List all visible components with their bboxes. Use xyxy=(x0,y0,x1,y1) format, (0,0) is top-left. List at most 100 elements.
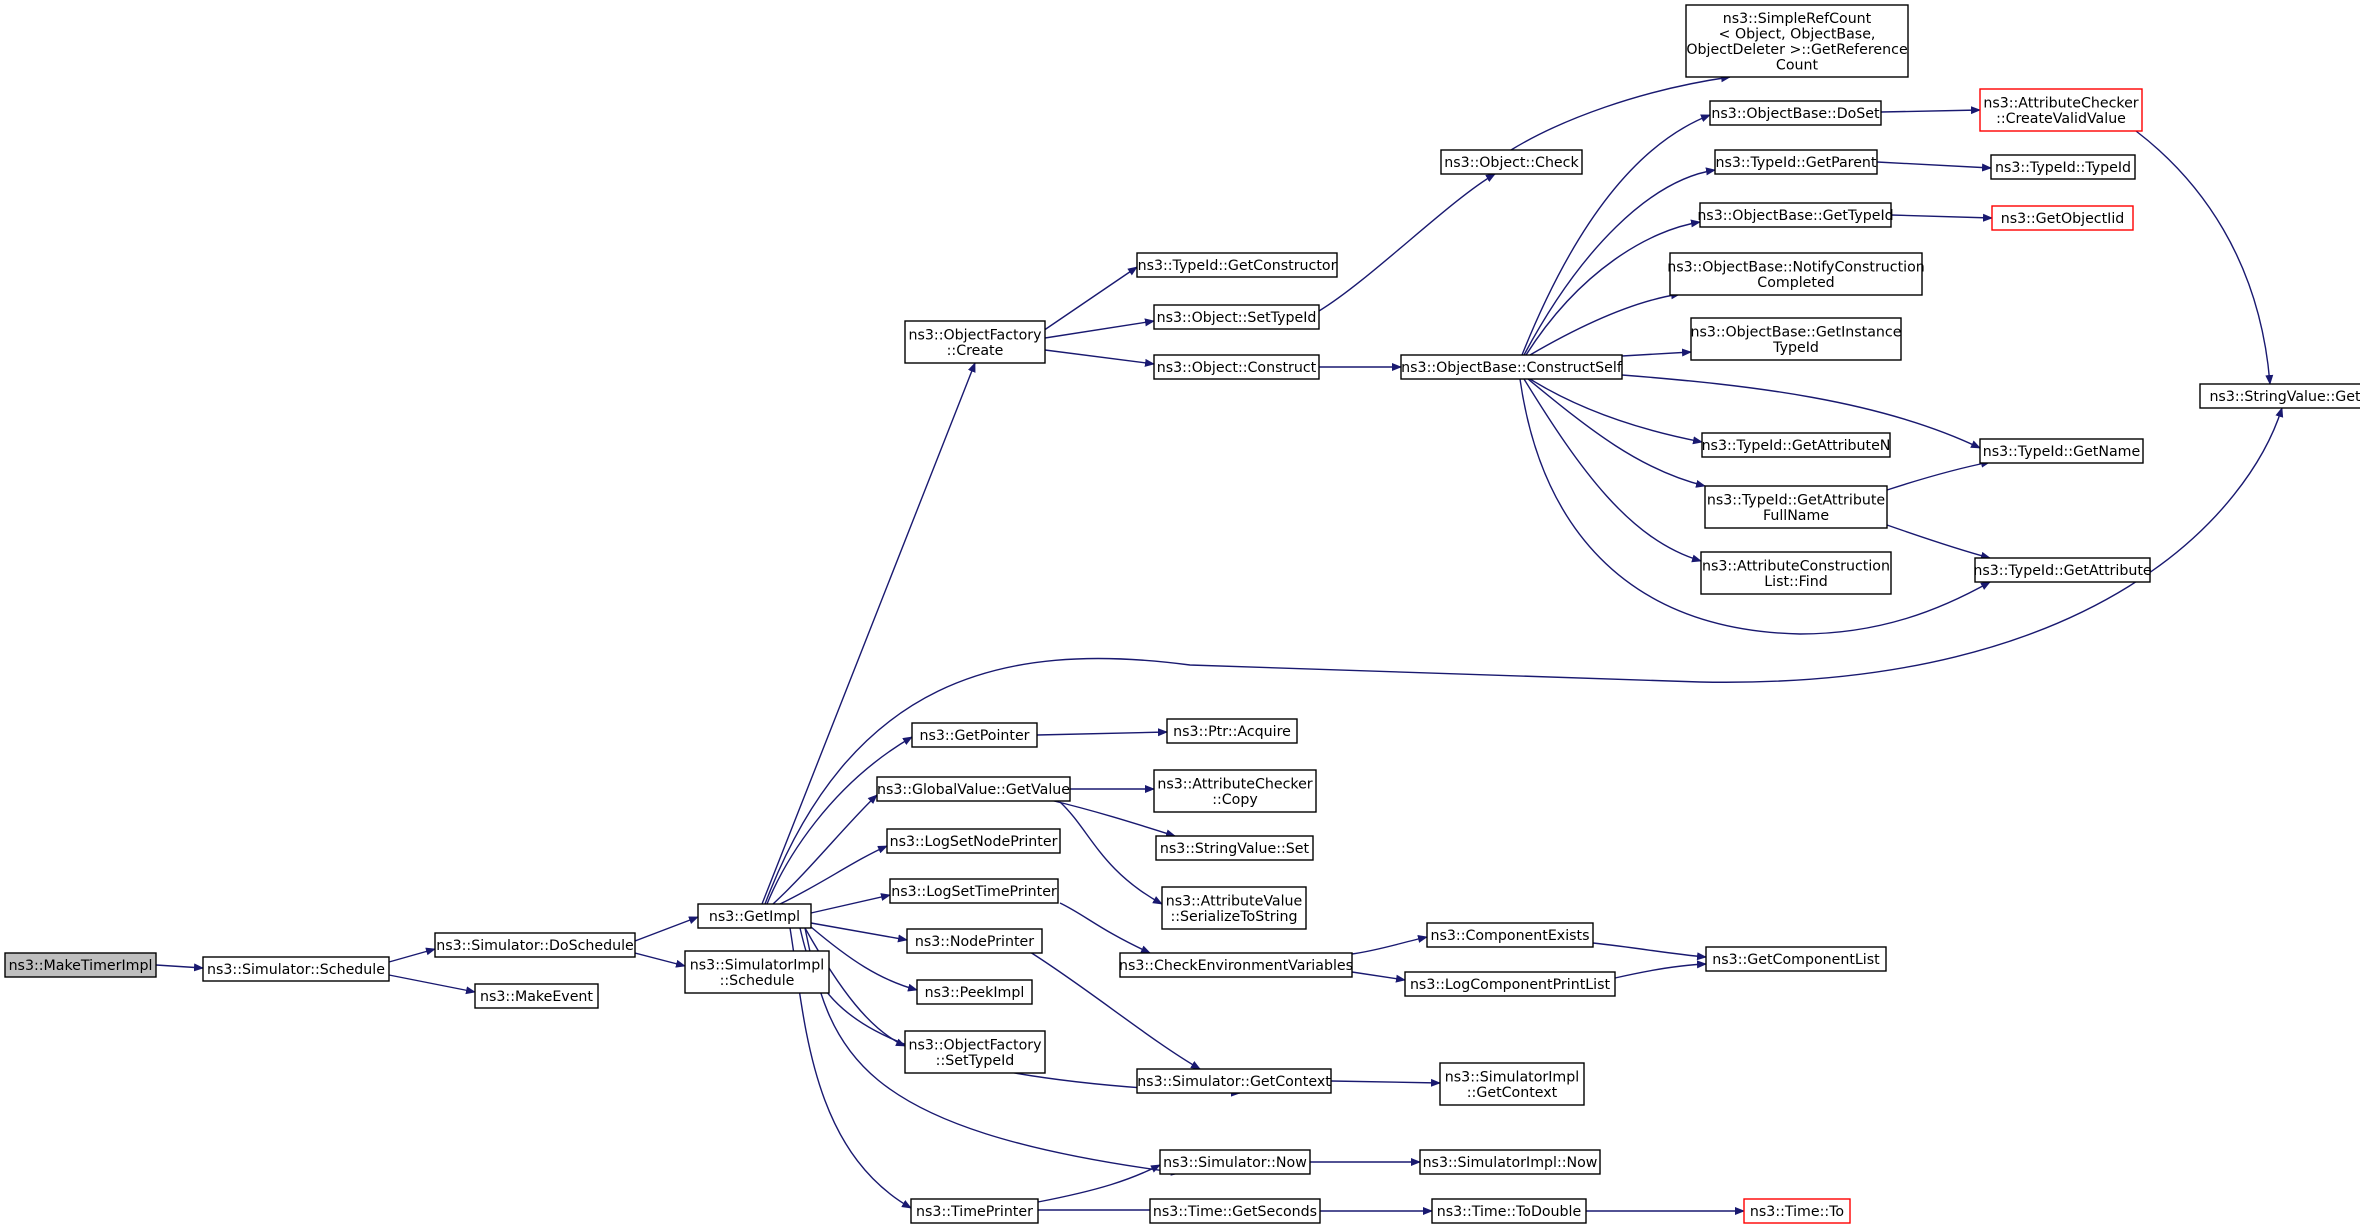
node-time-to[interactable]: ns3::Time::To xyxy=(1743,1198,1851,1224)
node-log-set-time-printer[interactable]: ns3::LogSetTimePrinter xyxy=(889,878,1059,904)
node-simulator-impl-get-context[interactable]: ns3::SimulatorImpl::GetContext xyxy=(1439,1062,1585,1106)
node-label: ns3::GetPointer xyxy=(919,728,1029,744)
node-check-environment-variables[interactable]: ns3::CheckEnvironmentVariables xyxy=(1119,952,1353,978)
node-time-get-seconds[interactable]: ns3::Time::GetSeconds xyxy=(1149,1198,1321,1224)
svg-text:ns3::NodePrinter: ns3::NodePrinter xyxy=(915,934,1034,950)
call-edge xyxy=(810,926,918,992)
svg-text:ns3::SimulatorImpl::GetContext: ns3::SimulatorImpl::GetContext xyxy=(1445,1069,1579,1101)
node-global-value-get-value[interactable]: ns3::GlobalValue::GetValue xyxy=(876,776,1071,802)
node-type-id-get-name[interactable]: ns3::TypeId::GetName xyxy=(1979,438,2144,464)
node-time-printer[interactable]: ns3::TimePrinter xyxy=(910,1198,1039,1224)
call-edge xyxy=(1523,167,1716,356)
node-simulator-impl-now[interactable]: ns3::SimulatorImpl::Now xyxy=(1419,1149,1601,1175)
node-object-set-type-id[interactable]: ns3::Object::SetTypeId xyxy=(1153,304,1320,330)
svg-text:ns3::GetImpl: ns3::GetImpl xyxy=(709,909,800,925)
node-label: ns3::StringValue::Get xyxy=(2209,389,2360,405)
node-label: ns3::TypeId::GetAttribute xyxy=(1707,492,1885,508)
node-make-event[interactable]: ns3::MakeEvent xyxy=(474,983,599,1009)
svg-text:ns3::ObjectBase::GetTypeId: ns3::ObjectBase::GetTypeId xyxy=(1697,208,1893,224)
call-edge xyxy=(1037,1164,1161,1203)
call-edge xyxy=(761,362,976,905)
node-time-to-double[interactable]: ns3::Time::ToDouble xyxy=(1431,1198,1587,1224)
node-node-printer[interactable]: ns3::NodePrinter xyxy=(906,928,1043,954)
svg-text:ns3::AttributeChecker::CreateV: ns3::AttributeChecker::CreateValidValue xyxy=(1983,95,2138,127)
node-label: ns3::Ptr::Acquire xyxy=(1173,724,1291,740)
node-object-base-do-set[interactable]: ns3::ObjectBase::DoSet xyxy=(1709,100,1882,126)
svg-text:ns3::Time::GetSeconds: ns3::Time::GetSeconds xyxy=(1153,1204,1317,1220)
node-log-component-print-list[interactable]: ns3::LogComponentPrintList xyxy=(1404,971,1616,997)
node-simulator-now[interactable]: ns3::Simulator::Now xyxy=(1159,1149,1311,1175)
node-attribute-checker-copy[interactable]: ns3::AttributeChecker::Copy xyxy=(1153,769,1317,813)
node-label: ns3::AttributeChecker xyxy=(1157,776,1312,792)
node-component-exists[interactable]: ns3::ComponentExists xyxy=(1426,922,1594,948)
node-peek-impl[interactable]: ns3::PeekImpl xyxy=(916,979,1033,1005)
call-edge xyxy=(1886,524,1991,560)
svg-text:ns3::TimePrinter: ns3::TimePrinter xyxy=(916,1204,1033,1220)
call-edge xyxy=(634,916,699,942)
node-type-id-get-parent[interactable]: ns3::TypeId::GetParent xyxy=(1714,149,1878,175)
node-type-id-get-attribute-n[interactable]: ns3::TypeId::GetAttributeN xyxy=(1701,432,1891,458)
node-simple-ref-count[interactable]: ns3::SimpleRefCount< Object, ObjectBase,… xyxy=(1685,4,1909,78)
node-label: ObjectDeleter >::GetReference xyxy=(1686,42,1907,58)
call-edge xyxy=(1330,1078,1441,1087)
node-label: ns3::Simulator::DoSchedule xyxy=(436,938,634,954)
node-label: ns3::TypeId::GetAttribute xyxy=(1973,563,2151,579)
svg-text:ns3::Simulator::GetContext: ns3::Simulator::GetContext xyxy=(1137,1074,1331,1090)
node-type-id-get-attribute[interactable]: ns3::TypeId::GetAttribute xyxy=(1973,557,2152,583)
node-object-construct[interactable]: ns3::Object::Construct xyxy=(1153,354,1320,380)
node-attribute-checker-create-valid[interactable]: ns3::AttributeChecker::CreateValidValue xyxy=(1979,88,2143,132)
node-get-impl[interactable]: ns3::GetImpl xyxy=(697,903,812,929)
svg-text:ns3::GlobalValue::GetValue: ns3::GlobalValue::GetValue xyxy=(877,782,1070,798)
node-label: ns3::NodePrinter xyxy=(915,934,1034,950)
svg-text:ns3::Time::ToDouble: ns3::Time::ToDouble xyxy=(1437,1204,1581,1220)
svg-text:ns3::CheckEnvironmentVariables: ns3::CheckEnvironmentVariables xyxy=(1119,958,1353,974)
call-edge xyxy=(1621,348,1692,357)
call-edge xyxy=(155,963,204,972)
node-simulator-impl-schedule[interactable]: ns3::SimulatorImpl::Schedule xyxy=(684,950,830,994)
node-object-base-get-type-id[interactable]: ns3::ObjectBase::GetTypeId xyxy=(1697,202,1894,228)
node-label: ns3::StringValue::Set xyxy=(1160,841,1310,857)
svg-text:ns3::MakeEvent: ns3::MakeEvent xyxy=(480,989,593,1005)
call-edge xyxy=(1519,378,1991,635)
call-edge xyxy=(772,794,878,905)
node-label: ns3::Object::Check xyxy=(1444,155,1579,171)
call-edge xyxy=(1036,266,1138,336)
call-edge xyxy=(1049,799,1176,838)
svg-text:ns3::LogSetTimePrinter: ns3::LogSetTimePrinter xyxy=(891,884,1057,900)
node-string-value-get[interactable]: ns3::StringValue::Get xyxy=(2199,383,2360,409)
node-object-factory-set-type-id[interactable]: ns3::ObjectFactory::SetTypeId xyxy=(904,1030,1046,1074)
call-edge xyxy=(1890,213,1993,222)
node-get-pointer[interactable]: ns3::GetPointer xyxy=(911,722,1038,748)
node-ptr-acquire[interactable]: ns3::Ptr::Acquire xyxy=(1166,718,1298,744)
node-make-timer-impl[interactable]: ns3::MakeTimerImpl xyxy=(4,952,157,978)
node-object-base-construct-self[interactable]: ns3::ObjectBase::ConstructSelf xyxy=(1400,354,1623,380)
node-label: ::SerializeToString xyxy=(1170,909,1297,925)
node-object-check[interactable]: ns3::Object::Check xyxy=(1440,149,1583,175)
svg-text:ns3::AttributeValue::Serialize: ns3::AttributeValue::SerializeToString xyxy=(1166,893,1303,925)
svg-text:ns3::AttributeChecker::Copy: ns3::AttributeChecker::Copy xyxy=(1157,776,1312,808)
node-object-factory-create[interactable]: ns3::ObjectFactory::Create xyxy=(904,320,1046,364)
node-log-set-node-printer[interactable]: ns3::LogSetNodePrinter xyxy=(886,828,1061,854)
node-attribute-value-serialize[interactable]: ns3::AttributeValue::SerializeToString xyxy=(1161,886,1307,930)
node-simulator-schedule[interactable]: ns3::Simulator::Schedule xyxy=(202,956,390,982)
node-get-component-list[interactable]: ns3::GetComponentList xyxy=(1705,946,1887,972)
node-label: ns3::GetComponentList xyxy=(1712,952,1880,968)
node-type-id-type-id[interactable]: ns3::TypeId::TypeId xyxy=(1990,154,2136,180)
svg-text:ns3::Object::Check: ns3::Object::Check xyxy=(1444,155,1579,171)
node-simulator-do-schedule[interactable]: ns3::Simulator::DoSchedule xyxy=(434,932,636,958)
node-label: ns3::Object::Construct xyxy=(1157,360,1317,376)
node-get-object-iid[interactable]: ns3::GetObjectIid xyxy=(1991,205,2134,231)
node-label: ns3::GetObjectIid xyxy=(2001,211,2125,227)
node-label: ns3::SimulatorImpl xyxy=(690,957,824,973)
node-label: ::Schedule xyxy=(720,973,795,989)
call-edge xyxy=(1529,291,1681,356)
node-type-id-get-constructor[interactable]: ns3::TypeId::GetConstructor xyxy=(1136,252,1338,278)
node-label: ns3::TypeId::TypeId xyxy=(1995,160,2131,176)
call-edge xyxy=(1525,219,1701,356)
node-simulator-get-context[interactable]: ns3::Simulator::GetContext xyxy=(1136,1068,1332,1094)
node-string-value-set[interactable]: ns3::StringValue::Set xyxy=(1155,835,1314,861)
